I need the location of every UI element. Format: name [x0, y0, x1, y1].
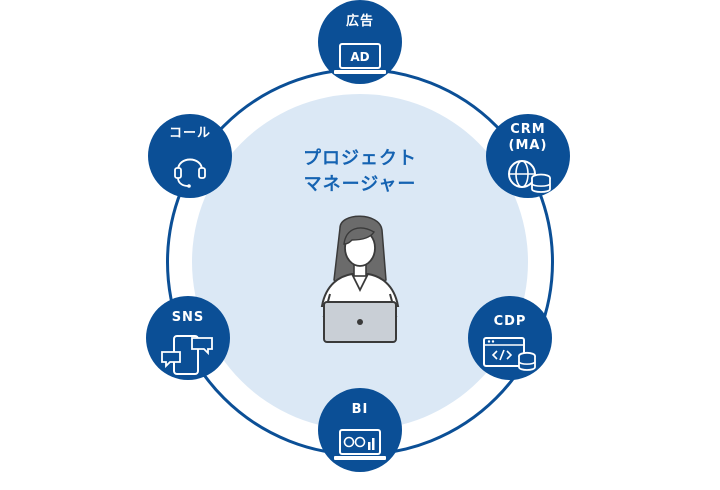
center-title: プロジェクト マネージャー [240, 146, 480, 198]
globe-database-icon [508, 160, 551, 193]
node-call-label: コール [168, 126, 211, 141]
node-crm-label-line2: (MA) [508, 138, 548, 153]
code-window-database-icon [483, 337, 536, 371]
node-cdp: CDP [468, 296, 552, 380]
phone-chat-icon [161, 335, 213, 375]
dashboard-laptop-icon [334, 429, 386, 460]
node-bi-label: BI [351, 402, 369, 417]
node-bi: BI [318, 388, 402, 472]
project-manager-illustration [320, 215, 400, 343]
laptop-icon: AD [334, 43, 386, 74]
node-crm-label-line1: CRM [510, 122, 546, 137]
node-ad-icon-text: AD [350, 50, 369, 64]
node-sns-label: SNS [171, 310, 205, 325]
center-title-line1: プロジェクト [303, 148, 417, 169]
headset-icon [174, 158, 206, 188]
node-crm: CRM (MA) [486, 114, 570, 198]
node-call: コール [148, 114, 232, 198]
node-sns: SNS [146, 296, 230, 380]
node-ad: 広告 AD [318, 0, 402, 84]
node-cdp-label: CDP [493, 314, 527, 329]
node-ad-label: 広告 [345, 14, 374, 29]
center-title-line2: マネージャー [303, 174, 417, 195]
